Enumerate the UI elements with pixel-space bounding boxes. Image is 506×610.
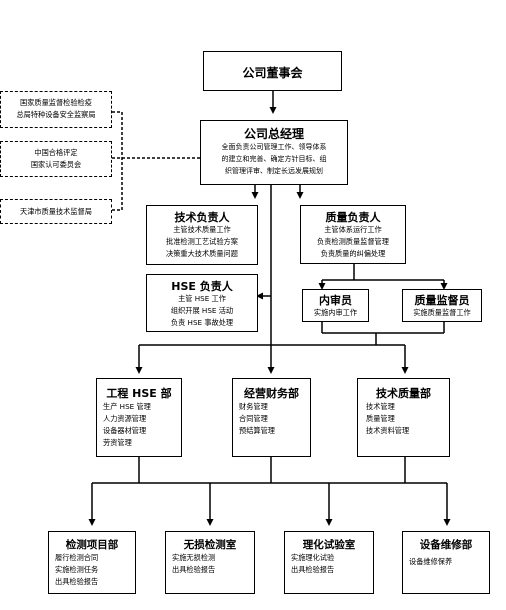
tech-lead-line-2: 批准检测工艺试验方案 — [166, 237, 238, 246]
supervisor-line-1: 实施质量监督工作 — [413, 308, 471, 317]
unit-4-title: 设备维修部 — [419, 539, 473, 551]
external-3-line-1: 天津市质量技术监督局 — [20, 207, 92, 216]
unit-1-line-2: 实施检测任务 — [55, 565, 99, 574]
auditor-line-1: 实施内审工作 — [313, 308, 358, 317]
department-1-line-1: 生产 HSE 管理 — [103, 402, 151, 411]
unit-equipment-maintenance: 设备维修部 设备维修保养 — [402, 531, 490, 594]
department-2-line-2: 合同管理 — [239, 414, 268, 423]
gm-title: 公司总经理 — [243, 127, 304, 141]
supervisor-box: 质量监督员 实施质量监督工作 — [402, 289, 482, 322]
unit-3-line-2: 出具检验报告 — [291, 565, 335, 574]
department-business-finance: 经营财务部 财务管理 合同管理 预结算管理 — [232, 378, 311, 457]
department-1-line-4: 劳资管理 — [103, 438, 132, 447]
unit-inspection-project: 检测项目部 履行检测合同 实施检测任务 出具检验报告 — [48, 531, 136, 594]
department-1-line-3: 设备器材管理 — [103, 426, 147, 435]
external-1-line-1: 国家质量监督检验检疫 — [20, 98, 92, 107]
quality-lead-line-1: 主管体系运行工作 — [324, 225, 382, 234]
quality-lead-box: 质量负责人 主管体系运行工作 负责检测质量监督管理 负责质量的纠偏处理 — [300, 205, 406, 264]
unit-2-line-1: 实施无损检测 — [172, 553, 216, 562]
board-title: 公司董事会 — [242, 66, 303, 80]
supervisor-title: 质量监督员 — [414, 294, 470, 307]
unit-ndt-room: 无损检测室 实施无损检测 出具检验报告 — [165, 531, 255, 594]
external-2-line-1: 中国合格评定 — [34, 148, 78, 157]
department-3-line-3: 技术资料管理 — [366, 426, 410, 435]
department-2-title: 经营财务部 — [244, 387, 299, 400]
gm-box: 公司总经理 全面负责公司管理工作、领导体系 的建立和完善、确定方针目标、组 织管… — [200, 120, 348, 185]
department-1-line-2: 人力资源管理 — [103, 414, 147, 423]
department-3-title: 技术质量部 — [376, 387, 431, 400]
unit-2-title: 无损检测室 — [183, 539, 237, 551]
gm-line-3: 织管理评审、制定长远发展规划 — [225, 167, 323, 175]
quality-lead-title: 质量负责人 — [325, 211, 381, 224]
tech-lead-box: 技术负责人 主管技术质量工作 批准检测工艺试验方案 决策重大技术质量问题 — [146, 205, 258, 265]
external-body-3: 天津市质量技术监督局 — [0, 199, 112, 224]
hse-lead-box: HSE 负责人 主管 HSE 工作 组织开展 HSE 活动 负责 HSE 事故处… — [146, 274, 258, 332]
hse-lead-line-2: 组织开展 HSE 活动 — [170, 306, 234, 315]
unit-1-line-3: 出具检验报告 — [55, 577, 99, 586]
unit-1-title: 检测项目部 — [65, 539, 119, 551]
quality-lead-line-3: 负责质量的纠偏处理 — [320, 249, 386, 258]
external-1-line-2: 总局特种设备安全监察局 — [16, 110, 96, 119]
gm-line-2: 的建立和完善、确定方针目标、组 — [221, 155, 327, 163]
tech-lead-line-3: 决策重大技术质量问题 — [166, 249, 238, 258]
external-2-line-2: 国家认可委员会 — [30, 160, 82, 169]
gm-line-1: 全面负责公司管理工作、领导体系 — [221, 143, 327, 151]
unit-2-line-2: 出具检验报告 — [172, 565, 216, 574]
unit-1-line-1: 履行检测合同 — [55, 553, 99, 562]
department-technical-quality: 技术质量部 技术管理 质量管理 技术资料管理 — [357, 378, 450, 457]
hse-lead-line-3: 负责 HSE 事故处理 — [170, 318, 234, 327]
external-body-1: 国家质量监督检验检疫 总局特种设备安全监察局 — [0, 91, 112, 128]
tech-lead-line-1: 主管技术质量工作 — [173, 225, 231, 234]
department-2-line-3: 预结算管理 — [239, 426, 275, 435]
hse-lead-line-1: 主管 HSE 工作 — [178, 294, 226, 303]
external-body-2: 中国合格评定 国家认可委员会 — [0, 141, 112, 177]
hse-lead-title: HSE 负责人 — [171, 280, 233, 293]
unit-3-title: 理化试验室 — [302, 539, 356, 551]
department-1-title: 工程 HSE 部 — [106, 387, 172, 400]
department-engineering-hse: 工程 HSE 部 生产 HSE 管理 人力资源管理 设备器材管理 劳资管理 — [96, 378, 182, 457]
unit-physchem-lab: 理化试验室 实施理化试验 出具检验报告 — [284, 531, 374, 594]
tech-lead-title: 技术负责人 — [174, 211, 230, 224]
auditor-box: 内审员 实施内审工作 — [302, 289, 369, 322]
auditor-title: 内审员 — [319, 294, 352, 307]
unit-4-line-1: 设备维修保养 — [409, 557, 453, 566]
department-2-line-1: 财务管理 — [239, 402, 268, 411]
unit-3-line-1: 实施理化试验 — [291, 553, 335, 562]
board-box: 公司董事会 — [203, 51, 342, 91]
department-3-line-1: 技术管理 — [366, 402, 395, 411]
department-3-line-2: 质量管理 — [366, 414, 395, 423]
quality-lead-line-2: 负责检测质量监督管理 — [317, 237, 389, 246]
